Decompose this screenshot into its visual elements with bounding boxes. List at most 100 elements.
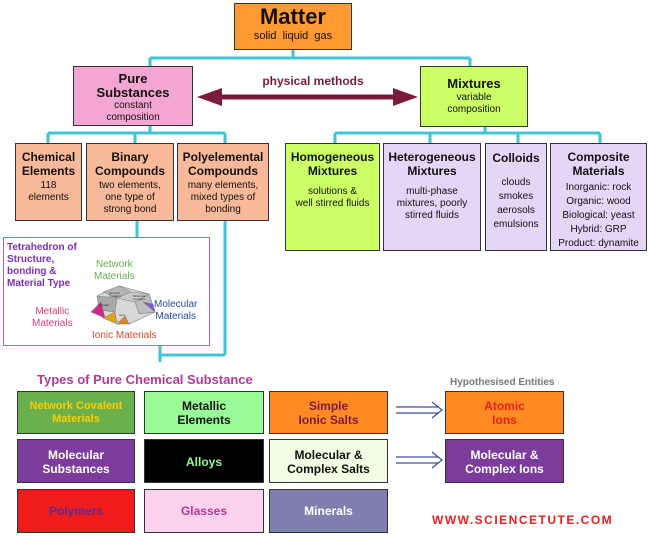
composite-item: Biological: yeast	[562, 210, 635, 221]
molecular-complex-salts-line: Complex Salts	[287, 462, 370, 476]
polyelemental-compounds-box: Polyelemental Compounds many elements, m…	[177, 143, 269, 221]
face-label: Covalent	[109, 294, 121, 298]
metallic-label-line: Materials	[32, 318, 73, 329]
molecular-complex-salts-line: Molecular &	[294, 448, 363, 462]
binary-sub-line1: two elements,	[99, 180, 161, 191]
molecular-label-line: Molecular	[154, 299, 198, 310]
molecular-complex-ions-box: Molecular & Complex Ions	[445, 439, 564, 483]
heterogeneous-sub-line1: multi-phase	[406, 186, 458, 197]
tetrahedron-title: Tetrahedron of Structure, bonding & Mate…	[7, 242, 77, 290]
polyelemental-title-line2: Compounds	[188, 164, 258, 178]
mixtures-sub-line1: variable	[456, 92, 492, 103]
matter-title: Matter	[259, 4, 326, 29]
polyelemental-sub-line3: bonding	[205, 204, 241, 215]
homogeneous-mixtures-box: Homogeneous Mixtures solutions & well st…	[285, 143, 380, 251]
face-label: Covalent	[133, 297, 145, 301]
molecular-substances-box: Molecular Substances	[17, 439, 135, 483]
minerals-box: Minerals	[269, 489, 388, 533]
polyelemental-sub-line2: mixed types of	[190, 192, 256, 203]
network-covalent-line: Materials	[52, 413, 100, 425]
metallic-elements-line: Elements	[177, 413, 231, 427]
polyelemental-title-line1: Polyelemental	[182, 150, 264, 164]
tetrahedron-title-line: bonding &	[7, 266, 57, 277]
pure-sub-line1: constant	[114, 100, 152, 111]
network-label-line: Network	[95, 259, 133, 270]
metallic-label-line: Metallic	[35, 306, 70, 317]
hypothesised-heading: Hypothesised Entities	[450, 377, 555, 388]
face-label: Network	[109, 291, 121, 295]
composite-title-line1: Composite	[567, 150, 630, 164]
homogeneous-title-line2: Mixtures	[307, 164, 358, 178]
colloids-box: Colloids clouds smokes aerosols emulsion…	[485, 143, 547, 251]
pure-sub-line2: composition	[106, 112, 160, 123]
metallic-elements-line: Metallic	[181, 399, 226, 413]
mixtures-sub-line2: composition	[447, 104, 501, 115]
colloids-item: clouds	[501, 177, 531, 188]
network-covalent-line: Network Covalent	[29, 400, 123, 412]
face-label: Metallic	[99, 303, 110, 307]
molecular-complex-salts-box: Molecular & Complex Salts	[269, 439, 388, 483]
minerals-label: Minerals	[304, 504, 353, 518]
simple-ionic-line: Ionic Salts	[298, 413, 359, 427]
colloids-item: emulsions	[493, 219, 539, 230]
heterogeneous-sub-line2: mixtures, poorly	[396, 198, 468, 209]
physical-methods-label: physical methods	[262, 74, 364, 88]
binary-title-line2: Compounds	[95, 164, 165, 178]
molecular-complex-ions-line: Molecular &	[470, 448, 539, 462]
mixtures-title: Mixtures	[447, 76, 501, 91]
alloys-label: Alloys	[185, 455, 222, 469]
pure-title-line1: Pure	[118, 71, 148, 86]
website-label: WWW.SCIENCETUTE.COM	[432, 513, 614, 527]
tetrahedron-panel: Tetrahedron of Structure, bonding & Mate…	[3, 237, 210, 346]
alloys-box: Alloys	[144, 439, 264, 483]
binary-sub-line2: one type of	[105, 192, 155, 203]
metallic-materials-label: Metallic Materials	[32, 306, 73, 330]
metallic-elements-box: Metallic Elements	[144, 391, 264, 434]
network-materials-label: Network Materials	[94, 259, 135, 283]
colloids-item: aerosols	[497, 205, 535, 216]
types-heading: Types of Pure Chemical Substance	[37, 372, 253, 387]
chemical-elements-title-line1: Chemical	[21, 150, 76, 164]
heterogeneous-title-line2: Mixtures	[407, 164, 457, 178]
heterogeneous-mixtures-box: Heterogeneous Mixtures multi-phase mixtu…	[383, 143, 481, 251]
pure-title-line2: Substances	[96, 85, 170, 100]
atomic-ions-line: Ions	[492, 413, 517, 427]
ionic-materials-label: Ionic Materials	[92, 330, 157, 341]
face-label: Molecular	[133, 294, 146, 298]
homogeneous-sub-line1: solutions &	[308, 186, 357, 197]
tetrahedron-graphic: Network Covalent Molecular Covalent Meta…	[90, 285, 156, 325]
simple-ionic-line: Simple	[308, 399, 349, 413]
molecular-complex-ions-line: Complex Ions	[465, 462, 544, 476]
polymers-label: Polymers	[48, 504, 104, 518]
binary-sub-line3: strong bond	[103, 204, 157, 215]
composite-item: Organic: wood	[566, 196, 631, 207]
heterogeneous-sub-line3: stirred fluids	[405, 210, 459, 221]
network-covalent-box: Network Covalent Materials	[17, 391, 135, 434]
chemical-elements-box: Chemical Elements 118 elements	[15, 143, 82, 221]
chemical-elements-title-line2: Elements	[21, 164, 76, 178]
simple-ionic-salts-box: Simple Ionic Salts	[269, 391, 388, 434]
molecular-materials-label: Molecular Materials	[154, 299, 197, 323]
polymers-box: Polymers	[17, 489, 135, 533]
tetrahedron-title-line: Tetrahedron of	[7, 242, 77, 253]
glasses-label: Glasses	[180, 504, 228, 518]
colloids-title: Colloids	[492, 151, 540, 165]
homogeneous-sub-line2: well stirred fluids	[295, 198, 370, 209]
matter-subtitle: solid liquid gas	[253, 30, 333, 42]
polyelemental-sub-line1: many elements,	[187, 180, 259, 191]
composite-item: Hybrid: GRP	[570, 224, 627, 235]
mixtures-box: Mixtures variable composition	[420, 66, 528, 127]
composite-item: Inorganic: rock	[565, 182, 632, 193]
atomic-ions-line: Atomic	[484, 399, 525, 413]
composite-item: Product: dynamite	[558, 238, 639, 249]
homogeneous-title-line1: Homogeneous	[290, 150, 375, 164]
network-label-line: Materials	[94, 271, 135, 282]
binary-compounds-box: Binary Compounds two elements, one type …	[86, 143, 174, 221]
glasses-box: Glasses	[144, 489, 264, 533]
heterogeneous-title-line1: Heterogeneous	[388, 150, 476, 164]
molecular-label-line: Materials	[155, 311, 196, 322]
tetrahedron-title-line: Structure,	[7, 254, 55, 265]
matter-box: Matter solid liquid gas	[234, 3, 352, 50]
binary-title-line1: Binary	[111, 150, 149, 164]
